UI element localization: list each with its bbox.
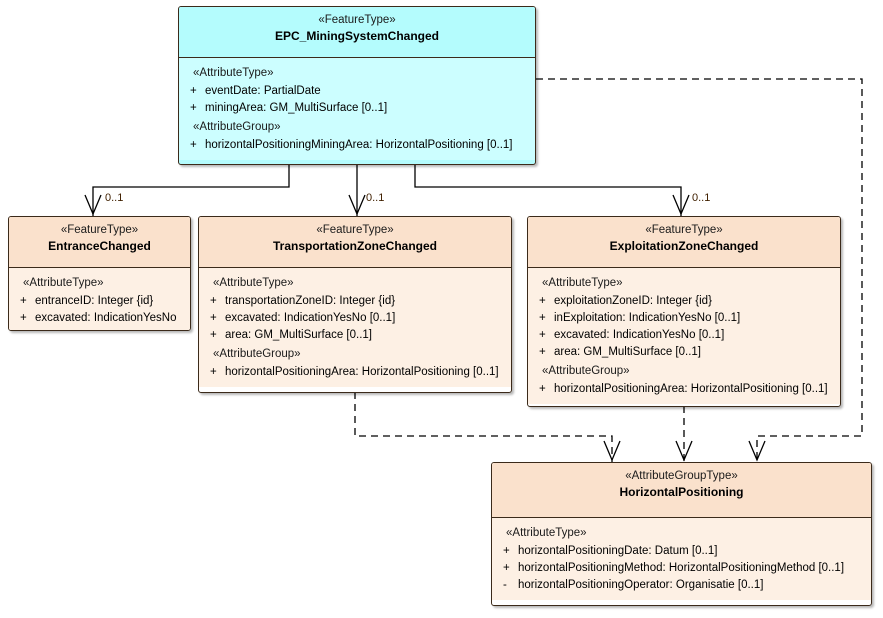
attribute-signature: area: GM_MultiSurface [0..1] — [554, 346, 702, 358]
attribute-row[interactable]: + entranceID: Integer {id} — [9, 293, 190, 310]
class-box-entrancechanged[interactable]: «FeatureType» EntranceChanged «Attribute… — [8, 216, 191, 331]
attribute-row[interactable]: - horizontalPositioningOperator: Organis… — [492, 577, 871, 594]
visibility-marker: + — [190, 85, 197, 97]
attribute-signature: excavated: IndicationYesNo [0..1] — [225, 312, 396, 324]
attribute-signature: inExploitation: IndicationYesNo [0..1] — [554, 312, 741, 324]
attribute-row[interactable]: + eventDate: PartialDate — [179, 83, 535, 100]
group-label-attributegroup: «AttributeGroup» — [542, 365, 630, 377]
attribute-row[interactable]: + miningArea: GM_MultiSurface [0..1] — [179, 100, 535, 117]
attribute-row[interactable]: + area: GM_MultiSurface [0..1] — [528, 344, 840, 361]
connector-epc-to-transportationzone — [348, 165, 366, 216]
visibility-marker: + — [503, 562, 510, 574]
dependency-exploitationzone-to-horizontalpositioning — [675, 406, 693, 462]
group-label-attributegroup: «AttributeGroup» — [193, 121, 281, 133]
group-label-attributegroup: «AttributeGroup» — [213, 348, 301, 360]
class-header: «FeatureType» TransportationZoneChanged — [199, 217, 511, 268]
attribute-signature: horizontalPositioningMiningArea: Horizon… — [205, 139, 513, 151]
class-name: ExploitationZoneChanged — [609, 239, 759, 253]
group-label-attributetype: «AttributeType» — [506, 527, 587, 539]
visibility-marker: + — [210, 366, 217, 378]
attribute-signature: excavated: IndicationYesNo [0..1] — [554, 329, 725, 341]
class-compartment: «AttributeType» + exploitationZoneID: In… — [528, 268, 840, 404]
attribute-signature: horizontalPositioningArea: HorizontalPos… — [225, 366, 499, 378]
group-label-attributetype: «AttributeType» — [23, 277, 104, 289]
class-box-exploitationzonechanged[interactable]: «FeatureType» ExploitationZoneChanged «A… — [527, 216, 841, 407]
visibility-marker: + — [539, 346, 546, 358]
class-name: EPC_MiningSystemChanged — [274, 29, 440, 43]
class-stereotype: «FeatureType» — [318, 14, 396, 26]
attribute-row[interactable]: + excavated: IndicationYesNo — [9, 310, 190, 327]
class-compartment: «AttributeType» + horizontalPositioningD… — [492, 518, 871, 600]
attribute-row[interactable]: + horizontalPositioningArea: HorizontalP… — [528, 381, 840, 398]
attribute-signature: horizontalPositioningDate: Datum [0..1] — [518, 545, 718, 557]
multiplicity-label-entrance: 0..1 — [105, 192, 124, 204]
visibility-marker: + — [503, 545, 510, 557]
class-stereotype: «FeatureType» — [316, 224, 394, 236]
attribute-row[interactable]: + excavated: IndicationYesNo [0..1] — [528, 327, 840, 344]
class-stereotype: «FeatureType» — [645, 224, 723, 236]
attribute-row[interactable]: + transportationZoneID: Integer {id} — [199, 293, 511, 310]
class-name: EntranceChanged — [48, 239, 151, 253]
class-box-epc-miningsystemchanged[interactable]: «FeatureType» EPC_MiningSystemChanged «A… — [178, 6, 536, 165]
visibility-marker: + — [539, 329, 546, 341]
attribute-row[interactable]: + horizontalPositioningMiningArea: Horiz… — [179, 137, 535, 154]
attribute-signature: horizontalPositioningArea: HorizontalPos… — [554, 383, 828, 395]
class-header: «FeatureType» EntranceChanged — [9, 217, 190, 268]
multiplicity-label-transportationzone: 0..1 — [366, 192, 385, 204]
visibility-marker: + — [210, 312, 217, 324]
attribute-row[interactable]: + horizontalPositioningArea: HorizontalP… — [199, 364, 511, 381]
attribute-row[interactable]: + horizontalPositioningDate: Datum [0..1… — [492, 543, 871, 560]
class-compartment: «AttributeType» + transportationZoneID: … — [199, 268, 511, 387]
connector-epc-to-entrance — [84, 165, 290, 216]
group-label-attributetype: «AttributeType» — [542, 277, 623, 289]
attribute-signature: area: GM_MultiSurface [0..1] — [225, 329, 373, 341]
class-compartment: «AttributeType» + entranceID: Integer {i… — [9, 268, 190, 330]
visibility-marker: + — [539, 383, 546, 395]
class-stereotype: «AttributeGroupType» — [625, 470, 738, 482]
multiplicity-label-exploitationzone: 0..1 — [692, 192, 711, 204]
class-box-transportationzonechanged[interactable]: «FeatureType» TransportationZoneChanged … — [198, 216, 512, 393]
class-name: TransportationZoneChanged — [272, 239, 437, 253]
attribute-row[interactable]: + excavated: IndicationYesNo [0..1] — [199, 310, 511, 327]
attribute-row[interactable]: + horizontalPositioningMethod: Horizonta… — [492, 560, 871, 577]
attribute-row[interactable]: + inExploitation: IndicationYesNo [0..1] — [528, 310, 840, 327]
attribute-signature: eventDate: PartialDate — [205, 85, 321, 97]
visibility-marker: + — [210, 295, 217, 307]
group-label-attributetype: «AttributeType» — [213, 277, 294, 289]
class-header: «FeatureType» EPC_MiningSystemChanged — [179, 7, 535, 58]
attribute-signature: miningArea: GM_MultiSurface [0..1] — [205, 102, 388, 114]
visibility-marker: + — [20, 312, 27, 324]
attribute-signature: excavated: IndicationYesNo — [35, 312, 177, 324]
visibility-marker: + — [539, 295, 546, 307]
attribute-row[interactable]: + area: GM_MultiSurface [0..1] — [199, 327, 511, 344]
attribute-signature: horizontalPositioningMethod: HorizontalP… — [518, 562, 845, 574]
class-box-horizontalpositioning[interactable]: «AttributeGroupType» HorizontalPositioni… — [491, 462, 872, 606]
class-header: «AttributeGroupType» HorizontalPositioni… — [492, 463, 871, 518]
class-compartment: «AttributeType» + eventDate: PartialDate… — [179, 58, 535, 160]
attribute-signature: exploitationZoneID: Integer {id} — [554, 295, 712, 307]
visibility-marker: - — [503, 579, 507, 591]
visibility-marker: + — [210, 329, 217, 341]
attribute-signature: transportationZoneID: Integer {id} — [225, 295, 396, 307]
attribute-row[interactable]: + exploitationZoneID: Integer {id} — [528, 293, 840, 310]
visibility-marker: + — [190, 139, 197, 151]
class-name: HorizontalPositioning — [619, 485, 744, 499]
group-label-attributetype: «AttributeType» — [193, 67, 274, 79]
visibility-marker: + — [190, 102, 197, 114]
attribute-signature: entranceID: Integer {id} — [35, 295, 154, 307]
connector-epc-to-exploitationzone — [414, 165, 690, 216]
visibility-marker: + — [20, 295, 27, 307]
class-header: «FeatureType» ExploitationZoneChanged — [528, 217, 840, 268]
visibility-marker: + — [539, 312, 546, 324]
attribute-signature: horizontalPositioningOperator: Organisat… — [518, 579, 764, 591]
class-stereotype: «FeatureType» — [60, 224, 139, 236]
